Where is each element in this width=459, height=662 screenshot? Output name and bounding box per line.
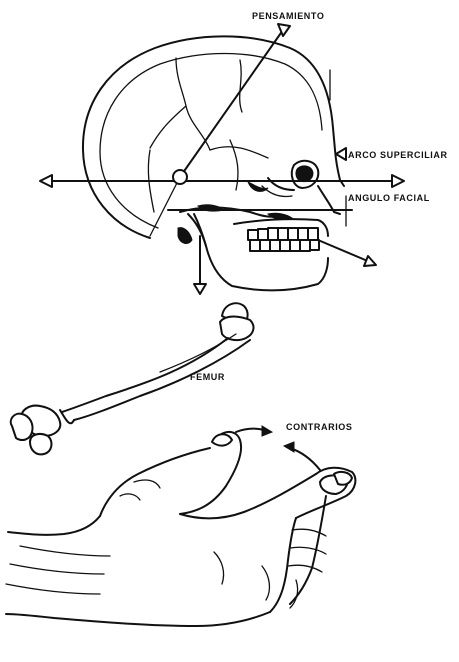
thought-axis	[150, 24, 290, 236]
label-contrarios: CONTRARIOS	[286, 422, 353, 432]
contrarios-arrows	[236, 426, 320, 470]
label-femur: FEMUR	[190, 372, 225, 382]
skull-drawing	[83, 36, 344, 290]
label-angulo-facial: ANGULO FACIAL	[348, 193, 430, 203]
horizontal-axis	[40, 170, 404, 187]
teeth	[248, 228, 319, 251]
label-arco-superciliar: ARCO SUPERCILIAR	[348, 150, 448, 160]
label-pensamiento: PENSAMIENTO	[252, 11, 324, 21]
arco-superciliar-arrow	[336, 148, 346, 160]
hand-drawing	[6, 432, 355, 626]
